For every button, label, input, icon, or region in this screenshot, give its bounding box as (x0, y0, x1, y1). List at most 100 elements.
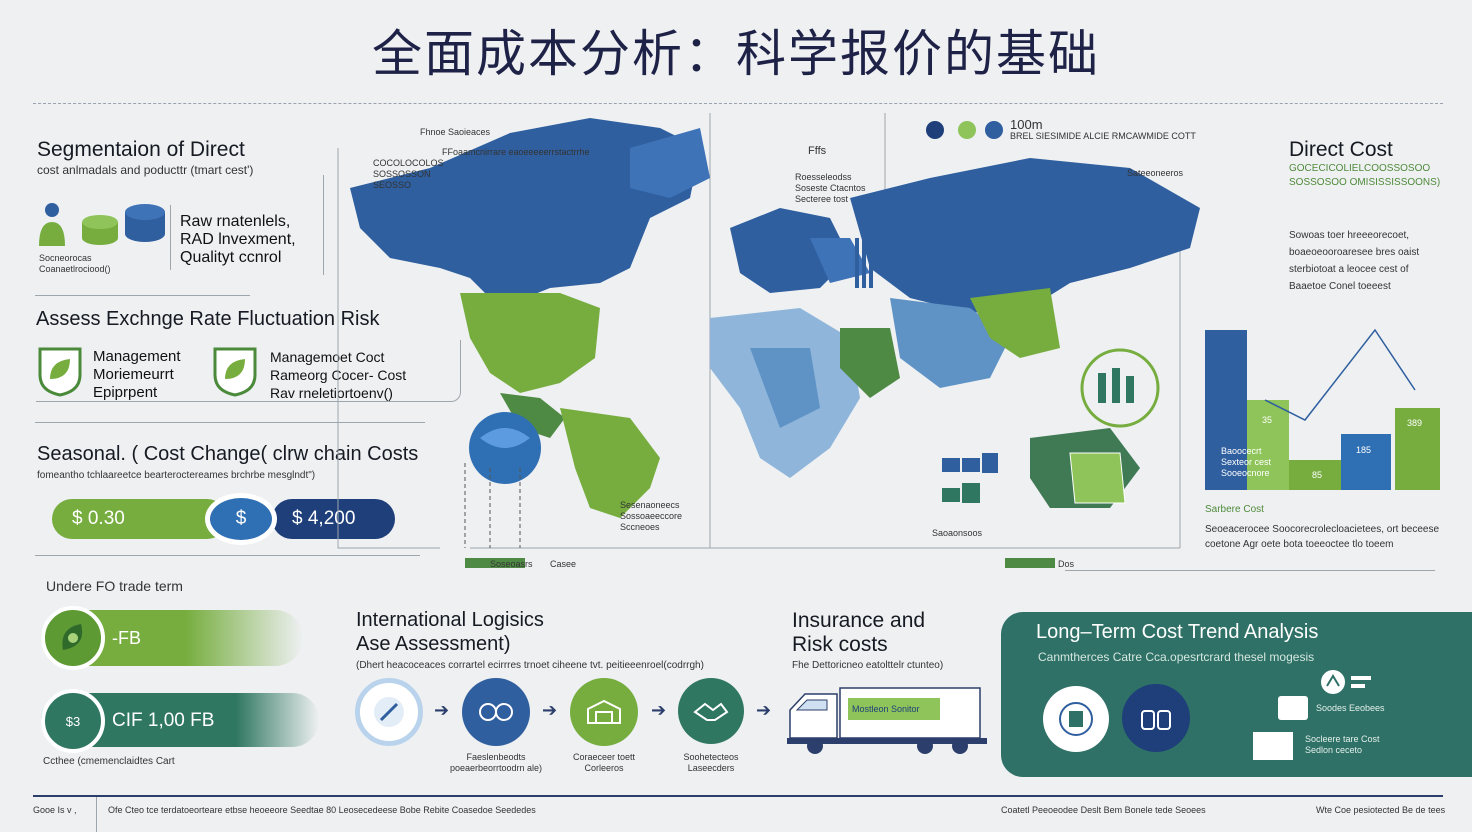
map-label-bottom-1: Sesenaoneecs (620, 500, 680, 510)
document-icon (1253, 732, 1293, 760)
direct-cost-bars-caption-1: Baoocecrt (1221, 446, 1262, 456)
arrow-right-icon: ➔ (434, 700, 450, 720)
map-label-bottom-left: Soseoasrs (490, 559, 533, 569)
warehouse-icon (570, 678, 638, 746)
barrels-icon (1122, 684, 1190, 752)
truck-banner (848, 698, 940, 720)
direct-cost-bottom-heading: Sarbere Cost (1205, 504, 1264, 515)
footer-right-2: Wte Coe pesiotected Be de tees (1316, 805, 1446, 815)
segmentation-separator (170, 205, 171, 270)
direct-cost-para-3: sterbiotoat a leocee cest of (1289, 264, 1409, 275)
world-map (330, 108, 1210, 578)
direct-cost-heading: Direct Cost (1289, 138, 1393, 161)
map-label-left-1: COCOLOCOLOS (373, 158, 444, 168)
cif-money-icon: $3 (41, 689, 105, 753)
direct-cost-bars-caption-2: Sexteor cest (1221, 457, 1272, 467)
direct-cost-para-4: Baaetoe Conel toeeest (1289, 281, 1391, 292)
segmentation-list-1: Raw rnatenlels, (180, 213, 291, 230)
map-label-bottom-center: Saoaonsoos (932, 528, 983, 538)
map-label-ne-2: BREL SIESIMIDE ALCIE RMCAWMIDE COTT (1010, 131, 1196, 141)
map-label-left-2: SOSSOSSON (373, 169, 431, 179)
map-label-bottom-right: Dos (1058, 559, 1075, 569)
longterm-right-bottom-1: Socleere tare Cost (1305, 734, 1380, 744)
segmentation-caption-2: Coanaetlrociood() (39, 264, 111, 274)
map-label-ffts: Fffs (808, 145, 827, 157)
exchange-divider (35, 422, 425, 423)
seasonal-heading: Seasonal. ( Cost Change( clrw chain Cost… (37, 443, 419, 465)
seasonal-high-value-pill: $ 4,200 (272, 499, 395, 539)
logistics-step-caption-4: Soohetecteos Laseecders (683, 752, 739, 773)
arrow-right-icon: ➔ (542, 700, 558, 720)
direct-cost-bars (1205, 300, 1440, 490)
direct-cost-sub-1: GOCECICOLIELCOOSSOSOO (1289, 163, 1431, 174)
segmentation-right-border (323, 175, 324, 275)
map-label-mid-1: Roesseleodss (795, 172, 852, 182)
fob-leaf-icon (41, 606, 105, 670)
insurance-heading-1: Insurance and (792, 609, 926, 632)
fob-caption: Ccthee (cmemenclaidtes Cart (43, 756, 175, 767)
seasonal-divider (35, 555, 420, 556)
longterm-right-top: Soodes Eeobees (1316, 703, 1385, 713)
direct-cost-bottom-para-2: coetone Agr oete bota toeeoctee tlo toee… (1205, 539, 1394, 550)
message-icon (1278, 696, 1308, 720)
longterm-right-bottom-2: Sedlon ceceto (1305, 745, 1363, 755)
logistics-step-caption-2: Faeslenbeodts poeaerbeorrtoodrn ale) (449, 752, 543, 773)
shield-icon (36, 345, 84, 397)
insurance-heading-2: Risk costs (792, 633, 888, 656)
arrow-right-icon: ➔ (756, 700, 772, 720)
direct-cost-bar-label-1: 35 (1262, 415, 1273, 425)
map-label-top-bar: FFoaamcnirrare eaoeeeeerrstactrrhe (442, 147, 590, 157)
exchange-heading: Assess Exchnge Rate Fluctuation Risk (36, 308, 380, 330)
insurance-subheading: Fhe Dettoricneo eatolttelr ctunteo) (792, 660, 944, 671)
map-label-bottom-strip: Casee (550, 559, 577, 569)
segmentation-caption-1: Socneorocas (39, 253, 92, 263)
shield-icon (211, 345, 259, 397)
map-label-bottom-2: Sossoaeeccore (620, 511, 683, 521)
fob-heading: Undere FO trade term (46, 578, 183, 594)
logistics-heading-2: Ase Assessment) (356, 633, 511, 655)
map-label-ne-1: 100m (1010, 117, 1043, 132)
segmentation-illustration (35, 200, 175, 250)
longterm-heading: Long–Term Cost Trend Analysis (1036, 621, 1319, 643)
footer-right-1: Coatetl Peeoeodee Deslt Bem Bonele tede … (1001, 805, 1206, 815)
logistics-subheading: (Dhert heacoceaces corrartel ecirrres tr… (356, 660, 704, 671)
map-bottom-divider (1065, 570, 1435, 571)
footer-left: Gooe Is v , (33, 805, 77, 815)
segmentation-heading: Segmentaion of Direct (37, 138, 245, 161)
footer-separator (96, 797, 97, 832)
exchange-item2-line3: Rav rneletiortoenv() (270, 385, 393, 401)
segmentation-list-2: RAD lnvexment, (180, 231, 296, 248)
direct-cost-bar-4 (1341, 434, 1391, 490)
exchange-item2-line1: Managemoet Coct (270, 349, 385, 365)
exchange-item1-line1: Management (93, 348, 181, 365)
logistics-heading-1: International Logisics (356, 609, 544, 631)
segmentation-list-3: Qualityt ccnrol (180, 249, 282, 266)
map-label-russia: Sateeoneeros (1127, 168, 1184, 178)
direct-cost-trend-line (1264, 328, 1416, 421)
seasonal-low-value-pill: $ 0.30 (52, 499, 227, 539)
exchange-item1-line2: Moriemeurrt (93, 366, 174, 383)
direct-cost-para-1: Sowoas toer hreeeorecoet, (1289, 230, 1410, 241)
direct-cost-bar-3 (1289, 460, 1341, 490)
longterm-subheading: Canmtherces Catre Cca.opesrtcrard thesel… (1038, 650, 1315, 664)
direct-cost-bar-1 (1205, 330, 1247, 490)
truck-label: Mostleon Sonitor (852, 704, 920, 714)
segmentation-subheading: cost anlmadals and poducttr (tmart cest'… (37, 163, 254, 177)
direct-cost-bar-5 (1395, 408, 1440, 490)
direct-cost-sub-2: SOSSOSOO OMISISSISSOONS) (1289, 177, 1441, 188)
direct-cost-bottom-para-1: Seoeacerocee Soocorecrolecloacietees, or… (1205, 524, 1440, 535)
seasonal-subheading: fomeantho tchlaareetce bearteroctereames… (37, 470, 316, 481)
direct-cost-bar-label-2: 85 (1312, 470, 1323, 480)
direct-cost-bar-2 (1247, 400, 1289, 490)
map-label-mid-3: Secteree tost (795, 194, 849, 204)
map-label-mid-2: Soseste Ctacntos (795, 183, 866, 193)
logistics-step-caption-3: Coraeceer toett Corleeros (572, 752, 636, 773)
footer-divider (33, 795, 1443, 797)
title-divider (33, 103, 1443, 104)
map-label-bottom-3: Sccneoes (620, 522, 660, 532)
fob-label: -FB (112, 628, 141, 648)
arrow-right-icon: ➔ (651, 700, 667, 720)
map-label-left-3: SEOSSO (373, 180, 412, 190)
clipboard-icon (1043, 686, 1109, 752)
segmentation-divider (35, 295, 250, 296)
